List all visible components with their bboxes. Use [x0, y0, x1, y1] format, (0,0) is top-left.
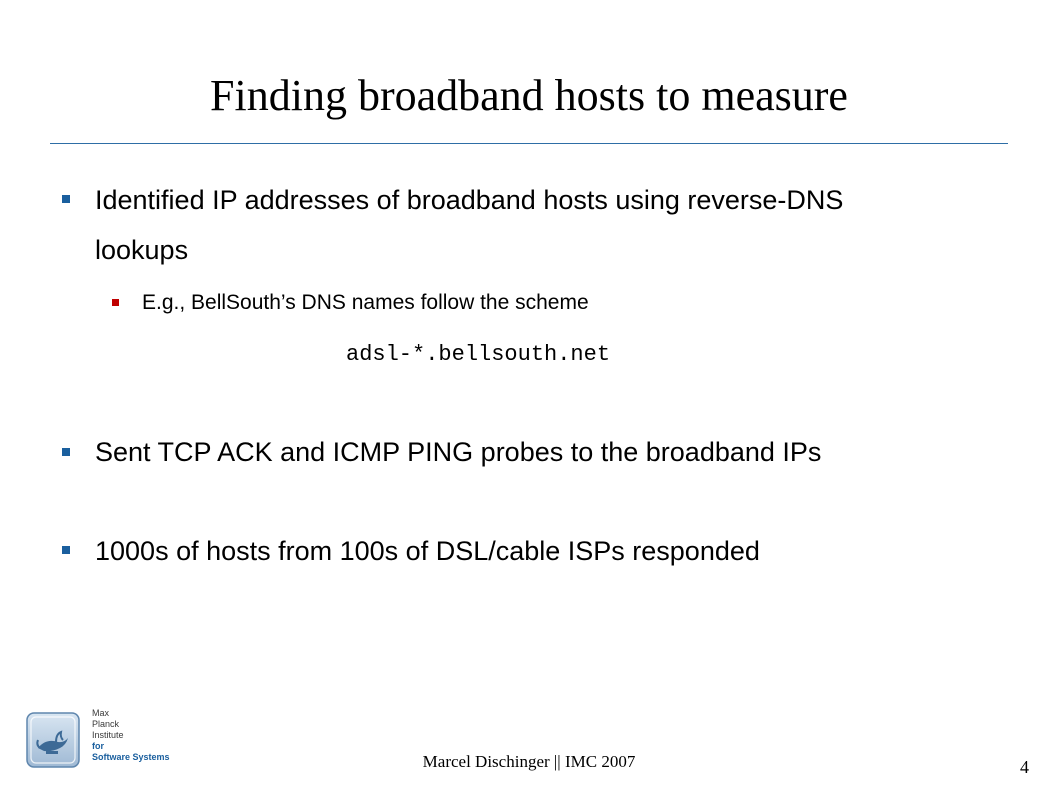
- logo-wordmark: Max Planck Institute for Software System…: [92, 708, 170, 763]
- bullet-marker-icon: [62, 448, 70, 456]
- dns-scheme-code: adsl-*.bellsouth.net: [346, 342, 611, 367]
- bullet-3-text: 1000s of hosts from 100s of DSL/cable IS…: [95, 536, 760, 566]
- sub-bullet-marker-icon: [112, 299, 119, 306]
- mpi-logo: Max Planck Institute for Software System…: [26, 708, 196, 772]
- footer-text: Marcel Dischinger || IMC 2007: [422, 752, 636, 771]
- logo-line: for: [92, 741, 104, 751]
- logo-line: Software Systems: [92, 752, 170, 762]
- sub-bullet-text: E.g., BellSouth’s DNS names follow the s…: [142, 291, 589, 314]
- bullet-2-text: Sent TCP ACK and ICMP PING probes to the…: [95, 437, 822, 467]
- bullet-1-line-1: Identified IP addresses of broadband hos…: [95, 185, 844, 215]
- slide-title: Finding broadband hosts to measure: [210, 71, 848, 120]
- logo-line: Institute: [92, 730, 124, 740]
- bullet-marker-icon: [62, 546, 70, 554]
- bullet-marker-icon: [62, 195, 70, 203]
- logo-line: Planck: [92, 719, 120, 729]
- page-number: 4: [1020, 757, 1029, 777]
- logo-line: Max: [92, 708, 110, 718]
- title-divider: [50, 143, 1008, 144]
- oil-lamp-icon: [26, 712, 80, 768]
- bullet-1-line-2: lookups: [95, 235, 189, 265]
